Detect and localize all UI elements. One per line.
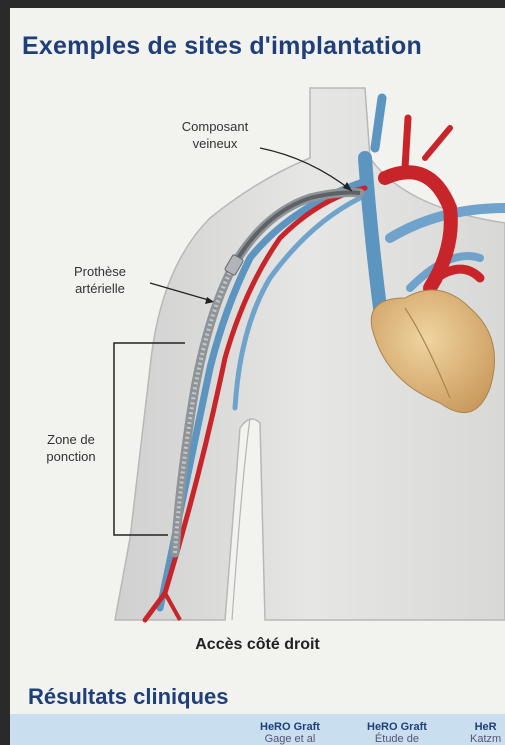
results-table-header: HeRO GraftGage et al HeRO GraftÉtude de … bbox=[10, 714, 505, 745]
anatomy-illustration bbox=[10, 8, 505, 628]
label-venous-component: Composantveineux bbox=[160, 118, 270, 152]
figure-caption: Accès côté droit bbox=[10, 636, 505, 654]
table-header-3: HeRKatzm bbox=[470, 721, 501, 745]
label-arterial-graft: Prothèseartérielle bbox=[50, 263, 150, 297]
document-page: Exemples de sites d'implantation bbox=[10, 8, 505, 745]
results-heading: Résultats cliniques bbox=[28, 684, 229, 710]
table-header-1: HeRO GraftGage et al bbox=[260, 721, 320, 745]
vein-neck bbox=[375, 98, 382, 148]
label-puncture-zone: Zone deponction bbox=[32, 431, 110, 465]
table-header-2: HeRO GraftÉtude de bbox=[367, 721, 427, 745]
